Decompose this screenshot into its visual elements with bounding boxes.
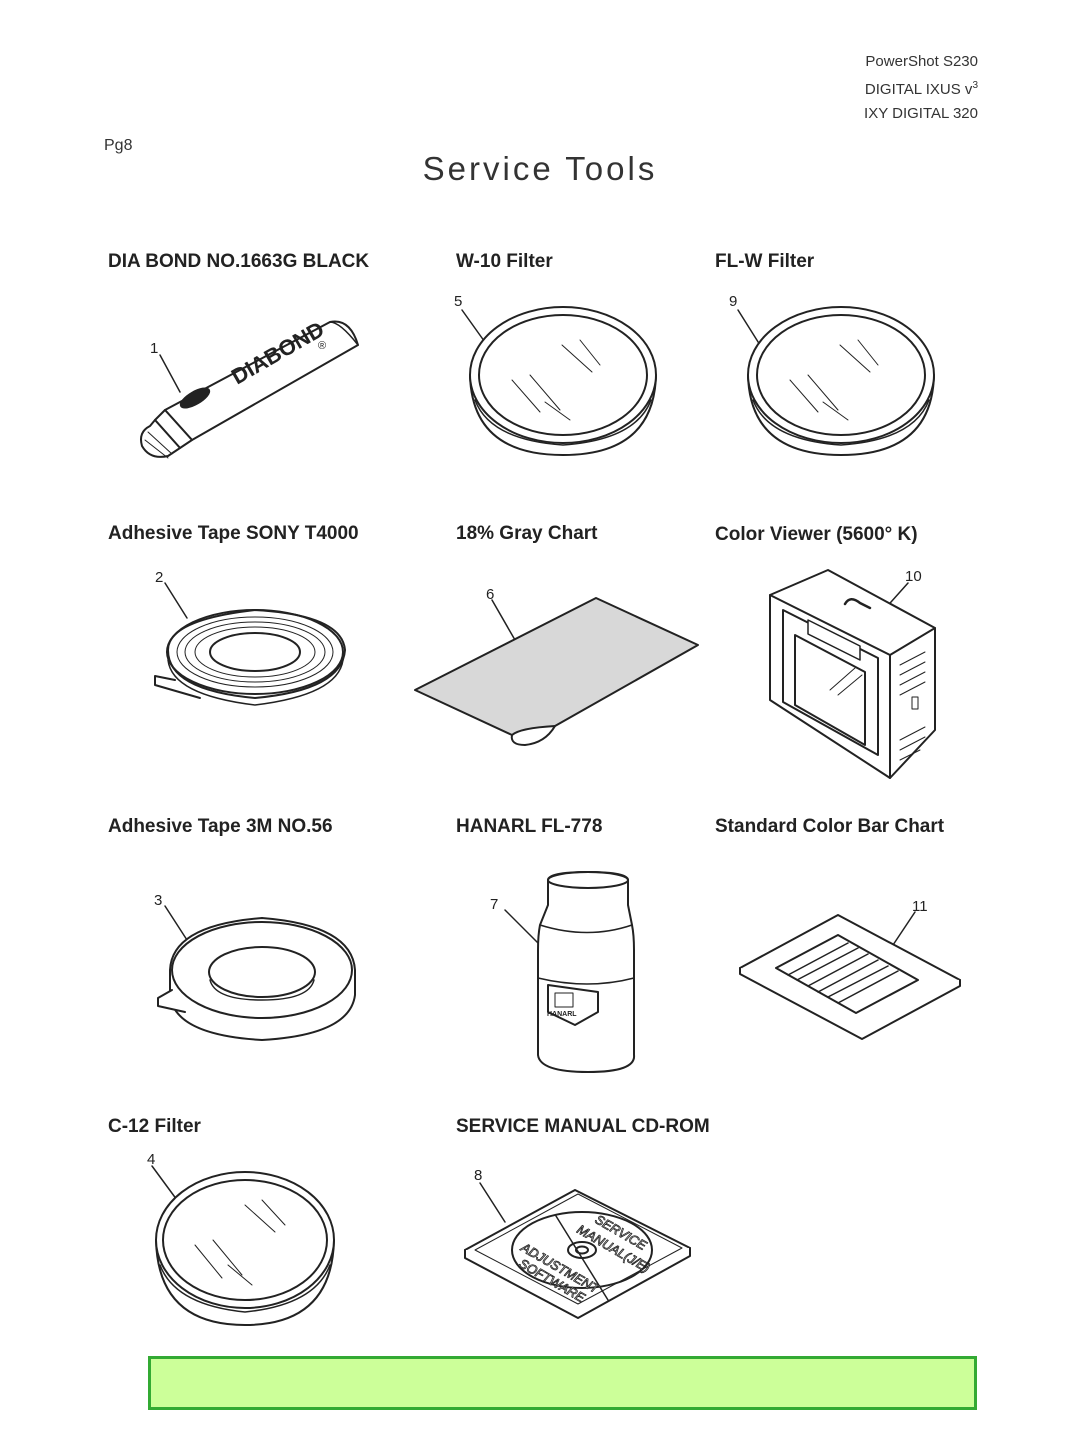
tool-label-6: 18% Gray Chart xyxy=(456,523,598,544)
lens-filter-icon xyxy=(737,306,935,456)
model-names: PowerShot S230 DIGITAL IXUS v3 IXY DIGIT… xyxy=(864,50,978,126)
model-name-2: DIGITAL IXUS v xyxy=(864,81,973,98)
gray-chart-icon xyxy=(414,597,699,746)
tool-label-9: FL-W Filter xyxy=(715,251,815,272)
bottle-icon: HANARL xyxy=(504,871,636,1073)
callout-number-2: 2 xyxy=(155,569,164,586)
callout-number-5: 5 xyxy=(454,293,463,310)
callout-number-10: 10 xyxy=(905,568,922,585)
lens-filter-icon xyxy=(461,306,657,456)
model-name-2-superscript: 3 xyxy=(972,80,978,91)
callout-number-8: 8 xyxy=(474,1167,483,1184)
tool-label-1: DIA BOND NO.1663G BLACK xyxy=(108,251,370,272)
callout-number-7: 7 xyxy=(490,896,499,913)
color-viewer-icon xyxy=(769,569,936,779)
registered-mark: ® xyxy=(318,340,326,352)
tool-label-3: Adhesive Tape 3M NO.56 xyxy=(108,816,333,837)
callout-number-4: 4 xyxy=(147,1151,156,1168)
callout-number-1: 1 xyxy=(150,340,159,357)
notice-bar xyxy=(148,1356,977,1410)
tool-label-8: SERVICE MANUAL CD-ROM xyxy=(456,1116,710,1137)
tool-label-2: Adhesive Tape SONY T4000 xyxy=(108,523,359,544)
color-bar-chart-icon xyxy=(739,911,961,1040)
cd-case-icon: SERVICE MANUAL(J/E) ADJUSTMENT SOFTWARE xyxy=(464,1182,691,1319)
tool-label-4: C-12 Filter xyxy=(108,1116,201,1137)
callout-number-6: 6 xyxy=(486,586,495,603)
callout-number-11: 11 xyxy=(912,898,928,915)
bottle-label-text: HANARL xyxy=(547,1011,577,1018)
tape-roll-icon xyxy=(154,582,346,706)
glue-tube-icon: DIABOND ® xyxy=(140,316,359,459)
page-number: Pg8 xyxy=(104,137,133,154)
tape-roll-icon xyxy=(157,905,356,1041)
tool-label-11: Standard Color Bar Chart xyxy=(715,816,945,837)
callout-number-9: 9 xyxy=(729,293,738,310)
callout-number-3: 3 xyxy=(154,892,163,909)
tool-label-5: W-10 Filter xyxy=(456,251,553,272)
model-name-3: IXY DIGITAL 320 xyxy=(864,105,978,122)
tool-label-7: HANARL FL-778 xyxy=(456,816,603,837)
page-title: Service Tools xyxy=(422,150,658,187)
lens-filter-icon xyxy=(151,1165,335,1326)
model-name-1: PowerShot S230 xyxy=(865,53,978,70)
tool-label-10: Color Viewer (5600° K) xyxy=(715,524,918,545)
